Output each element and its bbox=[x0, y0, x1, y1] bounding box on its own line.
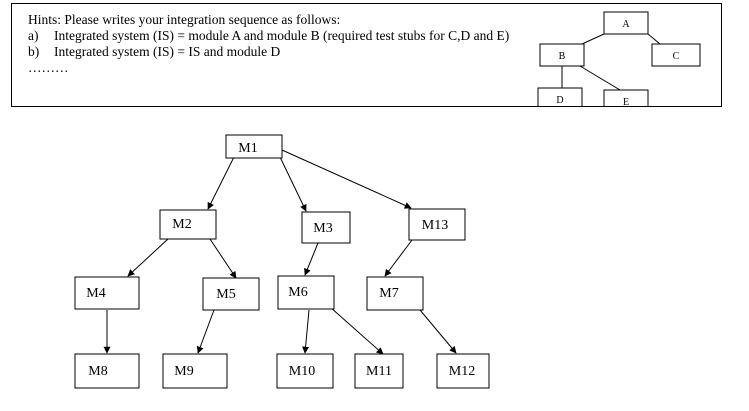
node-m11: M11 bbox=[354, 353, 404, 389]
node-m13: M13 bbox=[408, 208, 466, 241]
node-label: M6 bbox=[288, 285, 307, 300]
example-node-label: E bbox=[623, 97, 629, 108]
example-node-e: E bbox=[603, 89, 649, 108]
node-m3: M3 bbox=[301, 211, 351, 244]
node-label: M8 bbox=[88, 364, 107, 379]
edge-m1-m2 bbox=[207, 156, 235, 210]
hint-item-text: Integrated system (IS) = module A and mo… bbox=[54, 28, 510, 43]
node-label: M5 bbox=[216, 287, 235, 302]
node-m5: M5 bbox=[202, 277, 260, 311]
node-m2: M2 bbox=[159, 209, 217, 240]
edge-m13-m7 bbox=[384, 239, 413, 277]
example-edge-a-c bbox=[647, 33, 661, 45]
edge-m1-m13 bbox=[281, 149, 412, 209]
example-node-label: A bbox=[622, 19, 630, 30]
node-m12: M12 bbox=[436, 353, 490, 389]
main-tree-nodes: M1 M2 M3 M13 M4 M5 M6 M7 bbox=[74, 134, 490, 389]
node-m10: M10 bbox=[276, 353, 334, 389]
node-label: M1 bbox=[238, 141, 257, 156]
node-m6: M6 bbox=[277, 275, 335, 310]
node-label: M4 bbox=[86, 286, 105, 301]
example-node-b: B bbox=[539, 43, 585, 67]
example-node-label: B bbox=[559, 51, 566, 62]
example-node-label: C bbox=[673, 51, 680, 62]
example-node-label: D bbox=[556, 95, 563, 106]
node-m4: M4 bbox=[74, 276, 140, 310]
hint-item-text: Integrated system (IS) = IS and module D bbox=[54, 44, 281, 59]
node-m1: M1 bbox=[225, 134, 283, 159]
hints-title: Hints: Please writes your integration se… bbox=[28, 12, 341, 27]
edge-m6-m11 bbox=[329, 306, 384, 355]
hints-text: Hints: Please writes your integration se… bbox=[28, 12, 509, 76]
example-edge-a-b bbox=[581, 33, 605, 45]
node-label: M3 bbox=[313, 221, 332, 236]
example-node-d: D bbox=[537, 87, 583, 106]
node-label: M10 bbox=[289, 364, 315, 379]
node-label: M11 bbox=[366, 364, 392, 379]
edge-m2-m5 bbox=[209, 238, 237, 279]
example-edge-b-e bbox=[579, 65, 621, 91]
example-tree: A B C D E bbox=[537, 11, 701, 108]
node-m7: M7 bbox=[366, 276, 424, 311]
node-label: M2 bbox=[172, 217, 191, 232]
hint-item-label: a) bbox=[28, 28, 39, 43]
node-m9: M9 bbox=[162, 353, 228, 389]
edge-m3-m6 bbox=[304, 242, 319, 276]
node-label: M7 bbox=[379, 286, 398, 301]
hints-ellipsis: ……… bbox=[28, 60, 69, 75]
hint-item-b: b) Integrated system (IS) = IS and module… bbox=[28, 44, 509, 60]
edge-m2-m4 bbox=[127, 238, 169, 277]
main-tree-edges bbox=[103, 149, 457, 355]
example-node-a: A bbox=[603, 11, 649, 35]
edge-m7-m12 bbox=[419, 309, 457, 354]
edge-m6-m10 bbox=[302, 309, 310, 354]
hint-item-label: b) bbox=[28, 44, 40, 59]
node-label: M9 bbox=[174, 364, 193, 379]
edge-m5-m9 bbox=[196, 309, 215, 354]
edge-m1-m3 bbox=[279, 156, 307, 212]
hint-item-a: a) Integrated system (IS) = module A and … bbox=[28, 28, 509, 44]
node-label: M12 bbox=[449, 364, 475, 379]
example-node-c: C bbox=[651, 43, 701, 67]
hints-box: Hints: Please writes your integration se… bbox=[11, 3, 722, 107]
node-m8: M8 bbox=[74, 353, 140, 389]
node-label: M13 bbox=[422, 218, 448, 233]
